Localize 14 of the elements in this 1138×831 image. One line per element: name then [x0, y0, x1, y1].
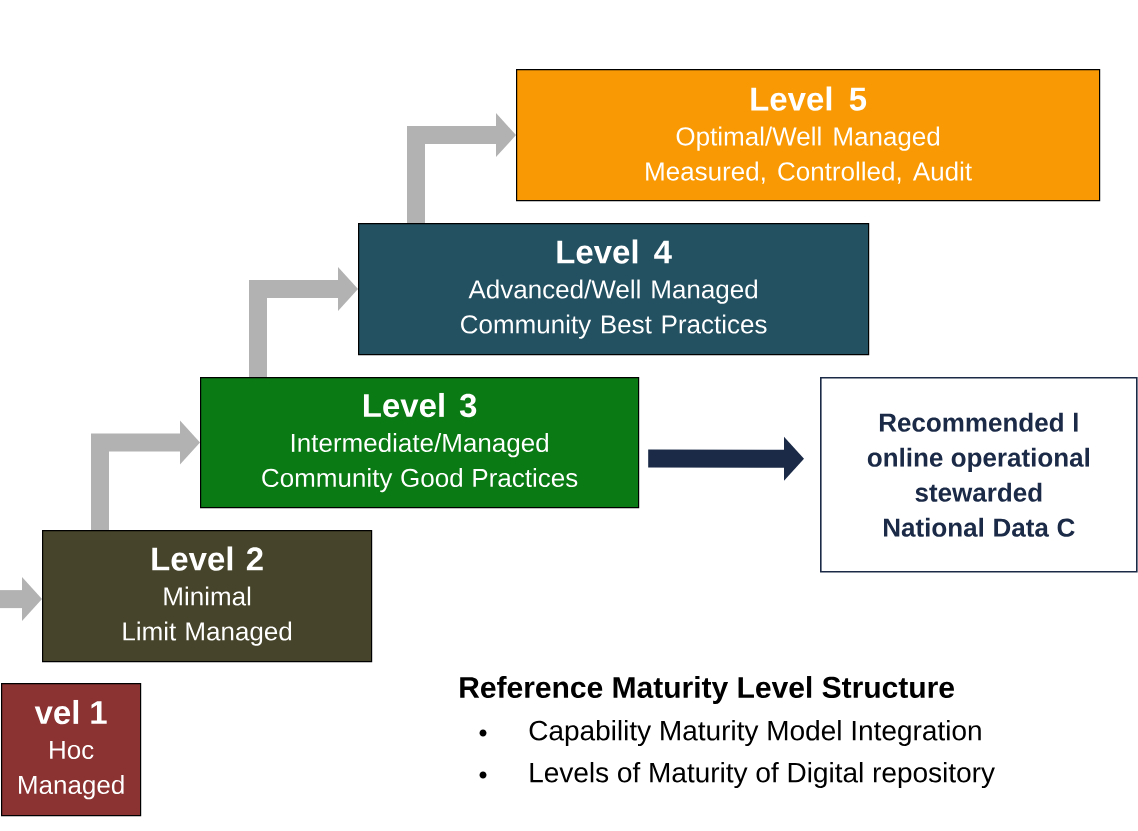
list-item: Capability Maturity Model Integration — [529, 719, 981, 747]
list-item: Levels of Maturity of Digital repository — [530, 761, 995, 789]
arrow — [407, 113, 516, 223]
level-box: vel 1 Hoc Managed — [1, 683, 142, 817]
level-box: Level 2 Minimal Limit Managed — [42, 530, 373, 663]
arrow — [91, 420, 200, 530]
heading: Reference Maturity Level Structure — [460, 676, 954, 704]
level-box: Level 3 Intermediate/Managed Community Good Practices — [200, 377, 640, 509]
level-box: Level 5 Optimal/Well Managed Measured, Controlled, Audit — [516, 69, 1101, 202]
info-box: Recommended l online operational stewarded National Data C — [820, 377, 1138, 573]
arrow — [0, 577, 42, 622]
arrow — [249, 267, 358, 377]
arrow — [648, 436, 804, 481]
level-box: Level 4 Advanced/Well Managed Community Best Practices — [358, 223, 870, 356]
